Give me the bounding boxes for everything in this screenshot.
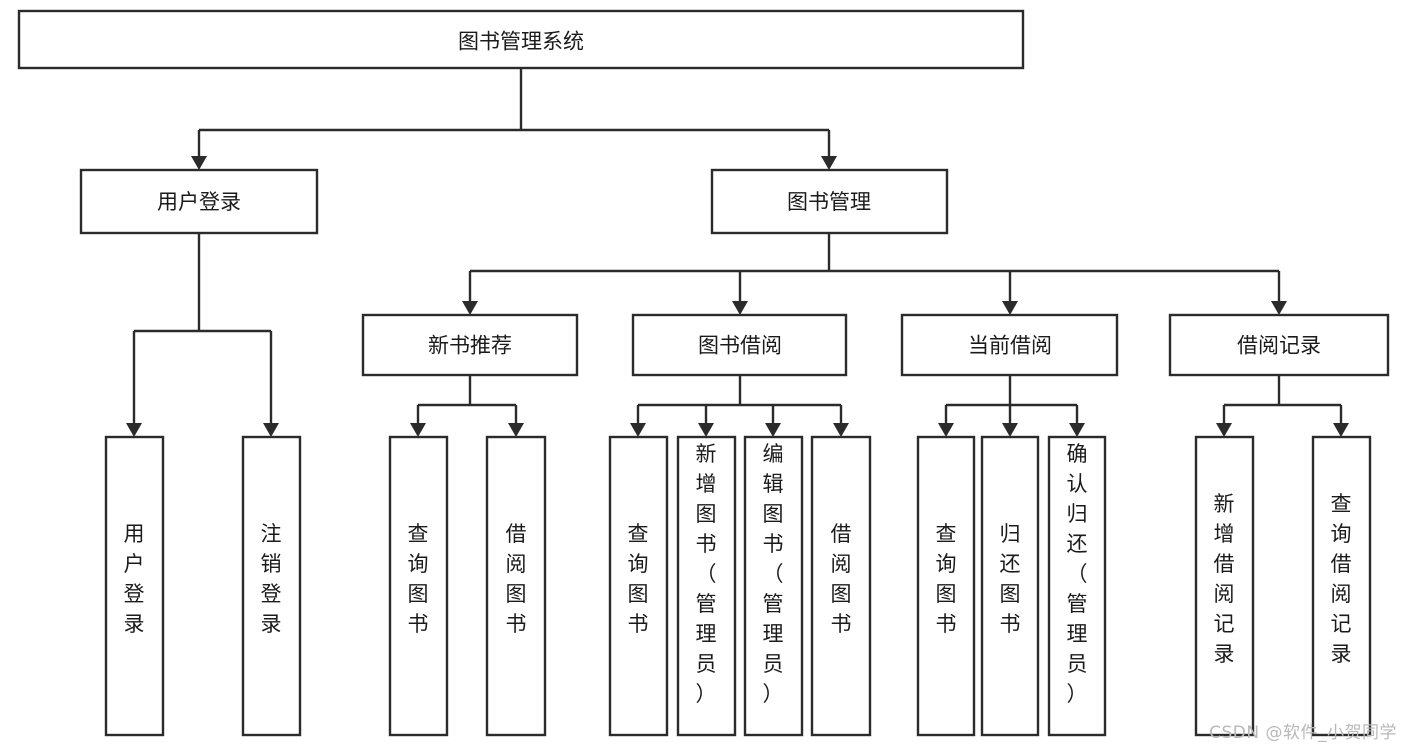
arrow-head-leaf-add-record: [1216, 423, 1232, 437]
arrow-head-new-book-rec: [462, 301, 478, 315]
node-leaf-query-record-label: 查询借阅记录: [1331, 492, 1352, 666]
node-leaf-borrow-book-2-label: 借阅图书: [831, 522, 852, 636]
node-leaf-query-record-box[interactable]: [1311, 435, 1372, 737]
node-new-book-rec-label: 新书推荐: [428, 334, 512, 358]
node-leaf-add-record[interactable]: 新增借阅记录: [1194, 435, 1255, 737]
node-borrow-record-box[interactable]: [1168, 313, 1390, 377]
node-leaf-logout-label: 注销登录: [261, 522, 282, 636]
node-leaf-return-book[interactable]: 归还图书: [980, 435, 1040, 737]
arrow-head-leaf-logout: [263, 423, 279, 437]
arrow-head-current-borrow: [1002, 301, 1018, 315]
node-leaf-query-book-2-label: 查询图书: [628, 522, 649, 636]
connector-layer: [126, 68, 1349, 437]
node-root-box[interactable]: [17, 9, 1025, 70]
node-book-borrow[interactable]: 图书借阅: [631, 313, 848, 377]
arrow-head-leaf-confirm-return: [1069, 423, 1085, 437]
node-book-borrow-box[interactable]: [631, 313, 848, 377]
node-borrow-record[interactable]: 借阅记录: [1168, 313, 1390, 377]
arrow-head-leaf-borrow-book-1: [508, 423, 524, 437]
node-leaf-query-book-2-box[interactable]: [608, 435, 669, 737]
node-new-book-rec[interactable]: 新书推荐: [361, 313, 579, 377]
node-leaf-user-login[interactable]: 用户登录: [104, 435, 165, 737]
node-leaf-add-record-box[interactable]: [1194, 435, 1255, 737]
node-leaf-confirm-return[interactable]: 确认归还（管理员）: [1047, 435, 1107, 737]
node-current-borrow[interactable]: 当前借阅: [900, 313, 1119, 377]
node-leaf-edit-book[interactable]: 编辑图书（管理员）: [743, 435, 804, 737]
node-leaf-add-book-box[interactable]: [676, 435, 737, 737]
node-leaf-query-book-3[interactable]: 查询图书: [916, 435, 976, 737]
node-leaf-edit-book-label: 编辑图书（管理员）: [763, 442, 784, 706]
node-leaf-confirm-return-box[interactable]: [1047, 435, 1107, 737]
node-leaf-borrow-book-2[interactable]: 借阅图书: [810, 435, 872, 737]
node-leaf-edit-book-box[interactable]: [743, 435, 804, 737]
node-leaf-query-book-3-label: 查询图书: [936, 522, 957, 636]
node-new-book-rec-box[interactable]: [361, 313, 579, 377]
node-leaf-user-login-box[interactable]: [104, 435, 165, 737]
node-leaf-query-book-1-box[interactable]: [388, 435, 449, 737]
node-leaf-borrow-book-1-label: 借阅图书: [506, 522, 527, 636]
arrow-head-leaf-edit-book: [765, 423, 781, 437]
arrow-head-borrow-record: [1271, 301, 1287, 315]
arrow-head-leaf-query-book-2: [630, 423, 646, 437]
node-leaf-borrow-book-2-box[interactable]: [810, 435, 872, 737]
node-current-borrow-label: 当前借阅: [968, 334, 1052, 358]
node-borrow-record-label: 借阅记录: [1237, 334, 1321, 358]
node-root-label: 图书管理系统: [458, 30, 584, 54]
node-leaf-query-record[interactable]: 查询借阅记录: [1311, 435, 1372, 737]
node-user-login-label: 用户登录: [157, 190, 241, 214]
node-book-manage-box[interactable]: [710, 168, 949, 235]
node-book-manage[interactable]: 图书管理: [710, 168, 949, 235]
arrow-head-leaf-add-book: [698, 423, 714, 437]
node-user-login[interactable]: 用户登录: [79, 168, 319, 235]
arrow-head-book-borrow: [732, 301, 748, 315]
node-root[interactable]: 图书管理系统: [17, 9, 1025, 70]
node-leaf-query-book-2[interactable]: 查询图书: [608, 435, 669, 737]
node-leaf-logout-box[interactable]: [241, 435, 302, 737]
arrow-head-leaf-query-record: [1333, 423, 1349, 437]
node-leaf-borrow-book-1-box[interactable]: [485, 435, 547, 737]
node-leaf-query-book-1[interactable]: 查询图书: [388, 435, 449, 737]
node-leaf-add-record-label: 新增借阅记录: [1214, 492, 1235, 666]
node-current-borrow-box[interactable]: [900, 313, 1119, 377]
arrow-head-leaf-return-book: [1002, 423, 1018, 437]
node-leaf-query-book-3-box[interactable]: [916, 435, 976, 737]
node-leaf-add-book-label: 新增图书（管理员）: [696, 442, 717, 706]
arrow-head-leaf-query-book-1: [410, 423, 426, 437]
node-leaf-return-book-box[interactable]: [980, 435, 1040, 737]
arrow-head-book-manage: [821, 156, 837, 170]
node-book-borrow-label: 图书借阅: [698, 334, 782, 358]
node-leaf-user-login-label: 用户登录: [124, 522, 145, 636]
node-leaf-query-book-1-label: 查询图书: [408, 522, 429, 636]
arrow-head-leaf-user-login: [126, 423, 142, 437]
node-leaf-return-book-label: 归还图书: [1000, 522, 1021, 636]
node-book-manage-label: 图书管理: [787, 190, 871, 214]
arrow-head-leaf-query-book-3: [938, 423, 954, 437]
node-leaf-logout[interactable]: 注销登录: [241, 435, 302, 737]
node-leaf-add-book[interactable]: 新增图书（管理员）: [676, 435, 737, 737]
node-leaf-confirm-return-label: 确认归还（管理员）: [1067, 442, 1088, 706]
arrow-head-user-login: [191, 156, 207, 170]
node-leaf-borrow-book-1[interactable]: 借阅图书: [485, 435, 547, 737]
arrow-head-leaf-borrow-book-2: [833, 423, 849, 437]
node-user-login-box[interactable]: [79, 168, 319, 235]
